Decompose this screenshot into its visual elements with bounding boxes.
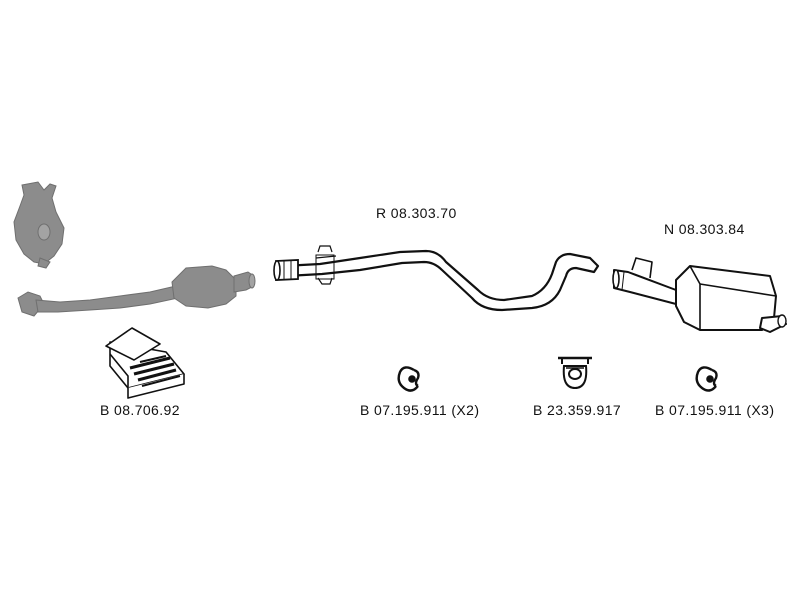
clamp-icon: [695, 366, 718, 392]
rear-silencer-icon: [612, 257, 787, 333]
middle-pipe-part-number: R 08.303.70: [376, 205, 457, 221]
clamp-part-number: B 07.195.911 (X3): [655, 402, 775, 418]
clamp-part-number: B 07.195.911 (X2): [360, 402, 480, 418]
middle-pipe-icon: [273, 245, 600, 312]
clamp-icon: [397, 366, 420, 392]
mounting-kit-icon: [105, 327, 185, 399]
exhaust-manifold-icon: [13, 181, 65, 269]
front-pipe-catalyst-icon: [17, 265, 256, 317]
mounting-kit-part-number: B 08.706.92: [100, 402, 180, 418]
bracket-clamp-part-number: B 23.359.917: [533, 402, 622, 418]
rear-silencer-part-number: N 08.303.84: [664, 221, 745, 237]
bracket-clamp-icon: [558, 356, 592, 390]
